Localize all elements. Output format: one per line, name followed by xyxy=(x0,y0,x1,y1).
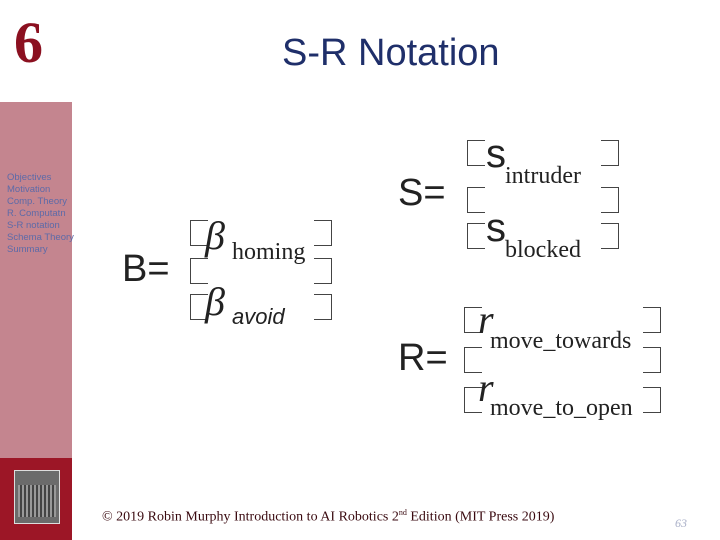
bracket-box xyxy=(464,307,482,333)
nav-item-summary[interactable]: Summary xyxy=(7,244,48,255)
bracket-box xyxy=(190,294,208,320)
symbol: s xyxy=(486,206,506,250)
bracket-box xyxy=(314,258,332,284)
copyright-sup: nd xyxy=(398,508,407,517)
symbol: r xyxy=(478,297,494,342)
bracket-box xyxy=(601,223,619,249)
chapter-number: 6 xyxy=(14,10,43,75)
symbol: r xyxy=(478,365,494,410)
subscript: move_towards xyxy=(490,328,632,354)
equation-lhs: S= xyxy=(398,172,446,214)
sidebar-nav: Objectives Motivation Comp. Theory R. Co… xyxy=(7,172,74,256)
bracket-box xyxy=(314,220,332,246)
bracket-box xyxy=(467,223,485,249)
bracket-box xyxy=(464,347,482,373)
symbol: s xyxy=(486,132,506,176)
subscript: homing xyxy=(232,239,306,265)
copyright-footer: © 2019 Robin Murphy Introduction to AI R… xyxy=(102,508,554,526)
nav-item-sr-notation[interactable]: S-R notation xyxy=(7,220,60,231)
nav-item-objectives[interactable]: Objectives xyxy=(7,172,52,183)
bracket-box xyxy=(464,387,482,413)
bracket-box xyxy=(643,387,661,413)
bracket-box xyxy=(643,307,661,333)
bracket-box xyxy=(314,294,332,320)
nav-item-r-computation[interactable]: R. Computatn xyxy=(7,208,66,219)
sidebar xyxy=(0,102,72,458)
nav-item-schema-theory[interactable]: Schema Theory xyxy=(7,232,74,243)
book-cover-image xyxy=(14,470,60,524)
slide-title: S-R Notation xyxy=(282,32,500,74)
nav-item-motivation[interactable]: Motivation xyxy=(7,184,51,195)
copyright-text-end: Edition (MIT Press 2019) xyxy=(406,509,555,525)
equation-lhs: R= xyxy=(398,337,448,379)
nav-item-comp-theory[interactable]: Comp. Theory xyxy=(7,196,68,207)
subscript: move_to_open xyxy=(490,395,633,421)
symbol: β xyxy=(205,213,225,258)
bracket-box xyxy=(190,258,208,284)
copyright-text: © 2019 Robin Murphy Introduction to AI R… xyxy=(102,509,399,525)
bracket-box xyxy=(643,347,661,373)
bracket-box xyxy=(467,187,485,213)
subscript: blocked xyxy=(505,237,581,263)
subscript: intruder xyxy=(505,163,581,189)
equation-lhs: B= xyxy=(122,248,170,290)
symbol: β xyxy=(205,279,225,324)
bracket-box xyxy=(601,140,619,166)
subscript: avoid xyxy=(232,304,285,329)
bracket-box xyxy=(467,140,485,166)
bracket-box xyxy=(601,187,619,213)
page-number: 63 xyxy=(675,516,687,530)
bracket-box xyxy=(190,220,208,246)
